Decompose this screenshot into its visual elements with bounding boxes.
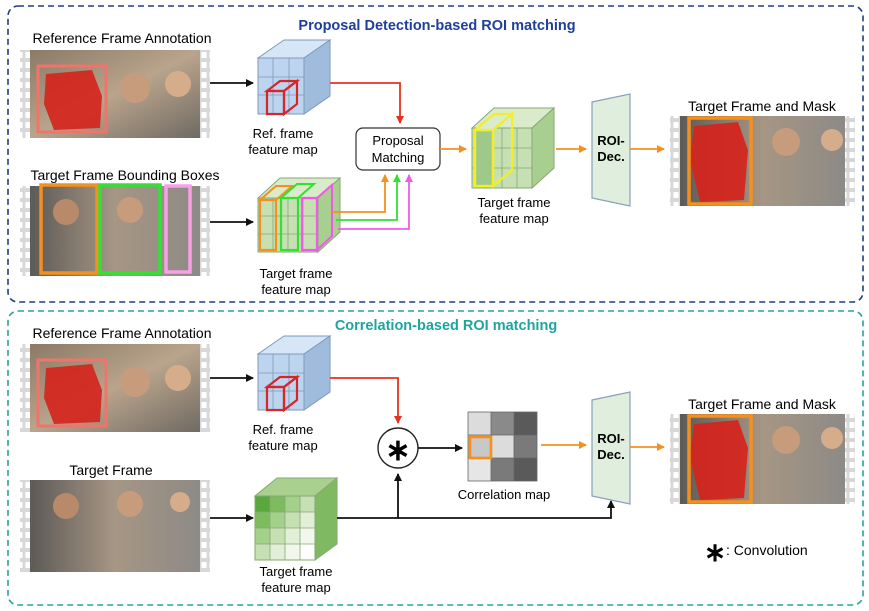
bottom-output-frame-image: [670, 414, 855, 504]
bottom-ref-feature-cube: [256, 335, 332, 413]
legend-convolution-symbol: ∗: [704, 537, 726, 567]
bottom-panel-title: Correlation-based ROI matching: [335, 318, 557, 334]
legend-convolution-text: : Convolution: [726, 542, 808, 558]
bottom-roi-decoder: [591, 391, 631, 505]
top-panel-title: Proposal Detection-based ROI matching: [298, 18, 575, 34]
top-target-feature-cube: [256, 176, 342, 254]
top-output-frame-image: [670, 116, 855, 206]
top-ref-annotation-label: Reference Frame Annotation: [33, 30, 212, 46]
bottom-arrow-target-to-decoder: [398, 500, 615, 519]
top-matched-feature-label-2: feature map: [479, 211, 548, 226]
top-ref-frame-image: [20, 50, 210, 138]
top-arrow-orange-to-proposal: [332, 174, 389, 213]
top-target-feature-label-2: feature map: [261, 282, 330, 297]
convolution-symbol: ∗: [385, 434, 410, 467]
bottom-arrow-ref-to-conv: [330, 377, 402, 424]
bottom-output-label: Target Frame and Mask: [688, 396, 837, 412]
bottom-target-frame-image: [20, 480, 210, 572]
top-arrow-green-to-proposal: [336, 174, 401, 221]
bottom-target-feature-label-2: feature map: [261, 580, 330, 595]
proposal-matching-label-1: Proposal: [372, 133, 423, 148]
top-target-feature-label-1: Target frame: [260, 266, 333, 281]
top-ref-feature-cube: [256, 39, 332, 117]
top-target-boxes-label: Target Frame Bounding Boxes: [30, 167, 219, 183]
bottom-roi-decoder-label-1: ROI-: [597, 431, 624, 446]
bottom-target-label: Target Frame: [69, 462, 152, 478]
top-arrow-ref-to-proposal: [330, 82, 404, 124]
top-ref-feature-label-2: feature map: [248, 142, 317, 157]
correlation-map-label: Correlation map: [458, 487, 551, 502]
bottom-arrow-target-to-conv: [337, 473, 402, 519]
bottom-ref-feature-label-1: Ref. frame: [253, 422, 314, 437]
top-roi-decoder-label-1: ROI-: [597, 133, 624, 148]
bottom-roi-decoder-label-2: Dec.: [597, 447, 624, 462]
top-matched-feature-label-1: Target frame: [478, 195, 551, 210]
top-roi-decoder: [591, 93, 631, 207]
top-arrow-magenta-to-proposal: [338, 174, 413, 230]
bottom-ref-frame-image: [20, 344, 210, 432]
bottom-target-feature-cube: [253, 476, 339, 561]
top-target-frame-image: [20, 183, 210, 276]
bottom-ref-annotation-label: Reference Frame Annotation: [33, 325, 212, 341]
proposal-matching-label-2: Matching: [372, 150, 425, 165]
bottom-target-feature-label-1: Target frame: [260, 564, 333, 579]
top-matched-feature-cube: [470, 106, 556, 190]
top-roi-decoder-label-2: Dec.: [597, 149, 624, 164]
correlation-map: [467, 411, 538, 482]
bottom-ref-feature-label-2: feature map: [248, 438, 317, 453]
top-output-label: Target Frame and Mask: [688, 98, 837, 114]
top-panel-border: [7, 5, 864, 303]
top-ref-feature-label-1: Ref. frame: [253, 126, 314, 141]
